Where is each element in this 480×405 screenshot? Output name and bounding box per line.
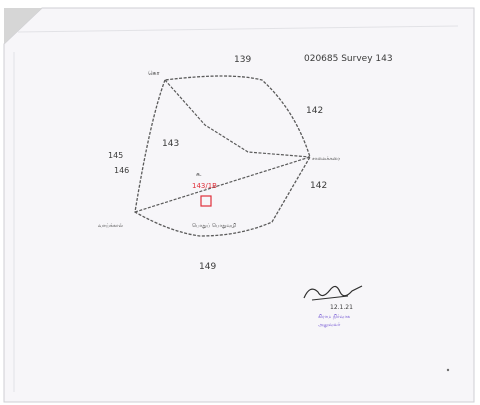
survey-number-142-right: 142 (310, 181, 327, 191)
center-label: க. (196, 171, 202, 178)
border-line-top (17, 25, 459, 33)
survey-number-139: 139 (234, 55, 251, 65)
signature-underline (311, 295, 349, 301)
sheet-title: 020685 Survey 143 (304, 54, 393, 64)
place-label-left: வாய்க்கால் (98, 223, 123, 229)
center-survey-red: 143/1B (192, 182, 217, 190)
ink-dot (446, 368, 450, 372)
signature-scribble (303, 285, 363, 299)
place-label-right: சாலைக்கரை (312, 156, 340, 162)
inner-line-diagonal (134, 156, 311, 213)
survey-number-142-top: 142 (306, 106, 323, 116)
survey-number-149: 149 (199, 262, 216, 272)
inner-line-upper (164, 79, 311, 158)
paper-sheet (3, 7, 475, 403)
survey-number-145: 145 (108, 151, 123, 160)
place-label-bottom: பொதுப் பொதுவழி (192, 223, 236, 229)
folded-corner (4, 8, 42, 44)
marker-box (200, 195, 212, 207)
survey-number-146: 146 (114, 166, 129, 175)
survey-number-143: 143 (162, 139, 179, 149)
signature-date: 12.1.21 (330, 304, 353, 311)
outer-boundary (134, 75, 311, 237)
stamp-line-1: கிராம நிர்வாக (318, 314, 350, 320)
place-label-top-left: கொ (148, 70, 161, 77)
stamp-line-2: அலுவலர் (318, 322, 341, 328)
